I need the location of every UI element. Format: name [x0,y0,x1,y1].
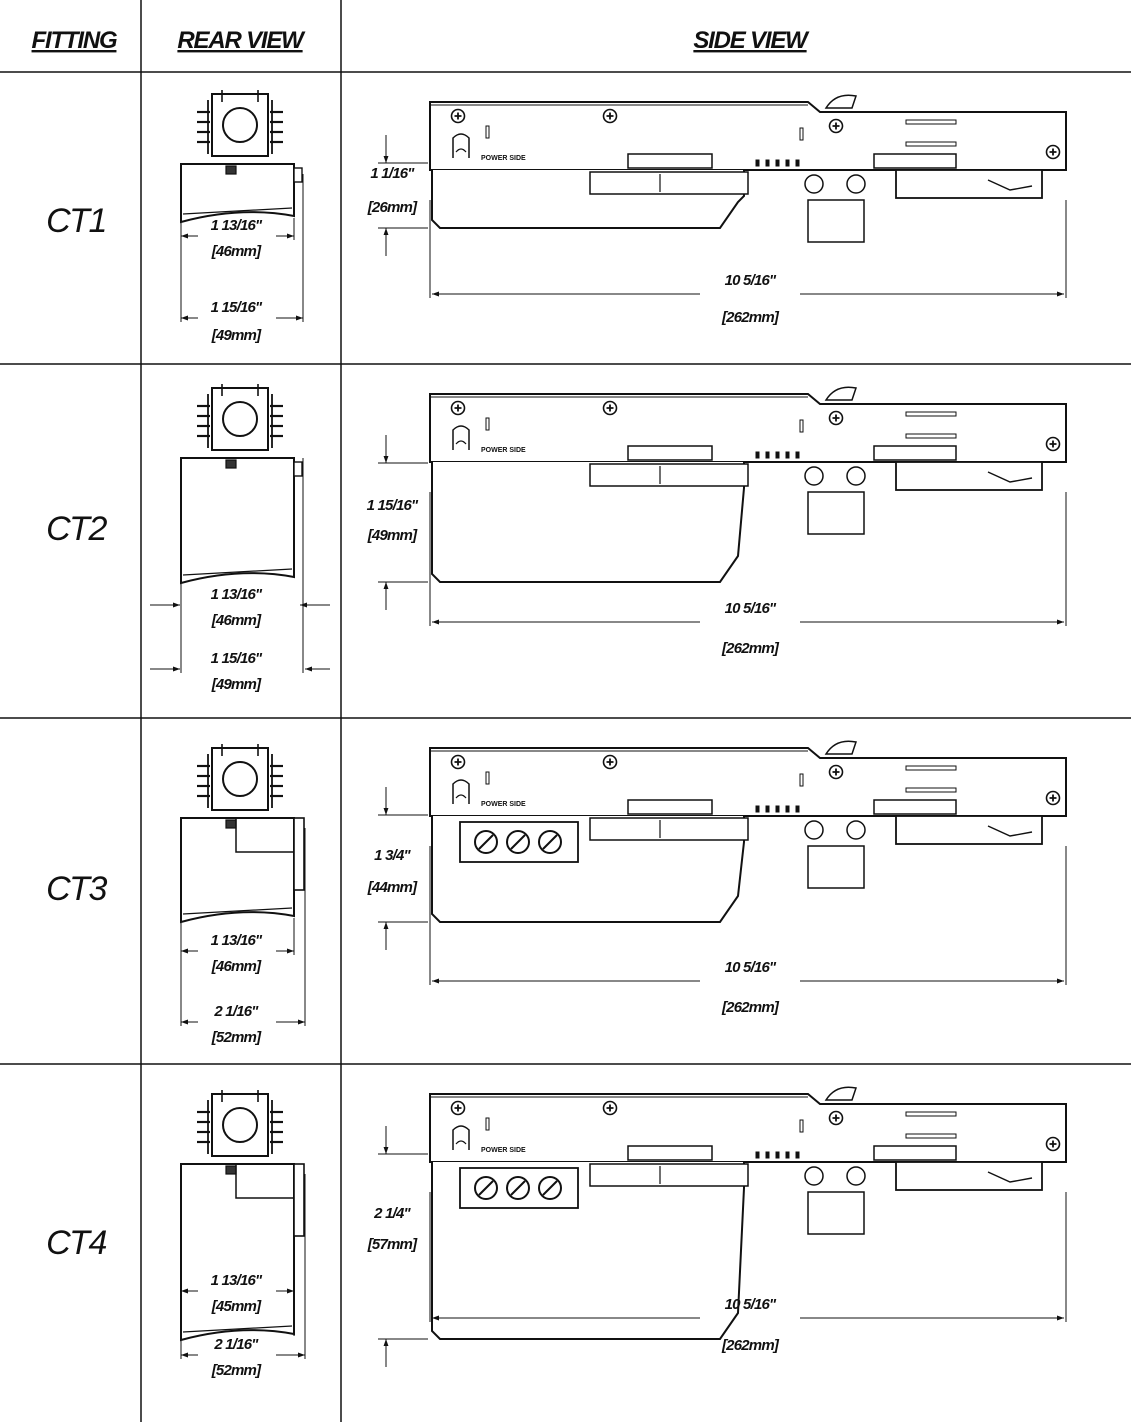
rear-outer-width-mm: [49mm] [211,676,262,693]
side-height-dimension: 1 1/16" [26mm] [367,135,428,256]
fitting-label: CT1 [46,202,106,240]
side-length-dimension: 10 5/16" [262mm] [429,846,1067,1016]
fitting-label: CT2 [46,510,107,548]
side-length-dimension: 10 5/16" [262mm] [429,492,1067,657]
fitting-row-ct2: CT2 1 13/16" [46mm] 1 15/16" [49mm] POWER SID… [46,384,1067,693]
rear-dimensions: 1 13/16" [45mm] 2 1/16" [52mm] [180,1174,306,1379]
rear-inner-width: 1 13/16" [211,932,263,949]
rear-dimensions: 1 13/16" [46mm] 1 15/16" [49mm] [150,458,330,693]
side-height: 2 1/4" [373,1205,411,1222]
power-side-label: POWER SIDE [481,155,526,162]
power-side-label: POWER SIDE [481,1147,526,1154]
rear-outer-width-mm: [52mm] [211,1362,262,1379]
side-length-dimension: 10 5/16" [262mm] [429,1192,1067,1354]
side-height-mm: [26mm] [367,199,418,216]
rear-outer-width: 1 15/16" [211,299,263,316]
power-side-label: POWER SIDE [481,801,526,808]
rear-inner-width-mm: [46mm] [211,612,262,629]
side-height-dimension: 2 1/4" [57mm] [367,1126,428,1367]
side-length-mm: [262mm] [721,640,780,657]
side-length: 10 5/16" [725,1296,777,1313]
header-rear-view: REAR VIEW [177,27,306,54]
rear-outer-width-mm: [49mm] [211,327,262,344]
fitting-row-ct3: CT3 1 13/16" [46mm] 2 1/16" [52mm] POWER SIDE… [46,740,1067,1046]
side-length-mm: [262mm] [721,1337,780,1354]
side-view-drawing: POWER SIDE 1 1/16" [26mm] 10 5/16" [262mm] [367,94,1067,326]
side-height: 1 1/16" [370,165,415,182]
side-length: 10 5/16" [725,959,777,976]
side-height-dimension: 1 15/16" [49mm] [367,435,428,610]
rear-view-drawing: 1 13/16" [46mm] 1 15/16" [49mm] [150,384,330,693]
fitting-rows: CT1 1 13/16" [46mm] 1 15/16" [49mm] POWER SID… [46,90,1067,1379]
side-length-mm: [262mm] [721,309,780,326]
fitting-row-ct1: CT1 1 13/16" [46mm] 1 15/16" [49mm] POWER SID… [46,90,1067,344]
side-length: 10 5/16" [725,272,777,289]
rear-outer-width: 1 15/16" [211,650,263,667]
side-length: 10 5/16" [725,600,777,617]
side-length-mm: [262mm] [721,999,780,1016]
side-height-mm: [49mm] [367,527,418,544]
side-height-mm: [57mm] [367,1236,418,1253]
rear-view-drawing: 1 13/16" [46mm] 2 1/16" [52mm] [180,744,306,1046]
rear-inner-width-mm: [46mm] [211,958,262,975]
side-height-mm: [44mm] [367,879,418,896]
header-fitting: FITTING [32,27,117,54]
side-view-drawing: POWER SIDE 1 3/4" [44mm] 10 5/16" [262mm] [367,740,1067,1016]
side-height: 1 15/16" [367,497,419,514]
rear-outer-width-mm: [52mm] [211,1029,262,1046]
rear-view-drawing: 1 13/16" [46mm] 1 15/16" [49mm] [180,90,304,344]
side-view-drawing: POWER SIDE 1 15/16" [49mm] 10 5/16" [262mm] [367,386,1067,657]
rear-view-drawing: 1 13/16" [45mm] 2 1/16" [52mm] [180,1090,306,1379]
rear-outer-width: 2 1/16" [213,1003,259,1020]
side-height: 1 3/4" [374,847,411,864]
rear-inner-width: 1 13/16" [211,586,263,603]
rear-inner-width-mm: [46mm] [211,243,262,260]
side-height-dimension: 1 3/4" [44mm] [367,787,428,950]
rear-inner-width: 1 13/16" [211,1272,263,1289]
rear-inner-width-mm: [45mm] [211,1298,262,1315]
fitting-row-ct4: CT4 1 13/16" [45mm] 2 1/16" [52mm] POWER SIDE… [46,1086,1067,1379]
rear-dimensions: 1 13/16" [46mm] 2 1/16" [52mm] [180,828,306,1046]
rear-inner-width: 1 13/16" [211,217,263,234]
fitting-label: CT4 [46,1224,106,1262]
side-length-dimension: 10 5/16" [262mm] [429,200,1067,326]
rear-outer-width: 2 1/16" [213,1336,259,1353]
rear-dimensions: 1 13/16" [46mm] 1 15/16" [49mm] [180,174,304,344]
side-view-drawing: POWER SIDE 2 1/4" [57mm] 10 5/16" [262mm] [367,1086,1067,1367]
power-side-label: POWER SIDE [481,447,526,454]
fitting-label: CT3 [46,870,107,908]
header-side-view: SIDE VIEW [693,27,810,54]
